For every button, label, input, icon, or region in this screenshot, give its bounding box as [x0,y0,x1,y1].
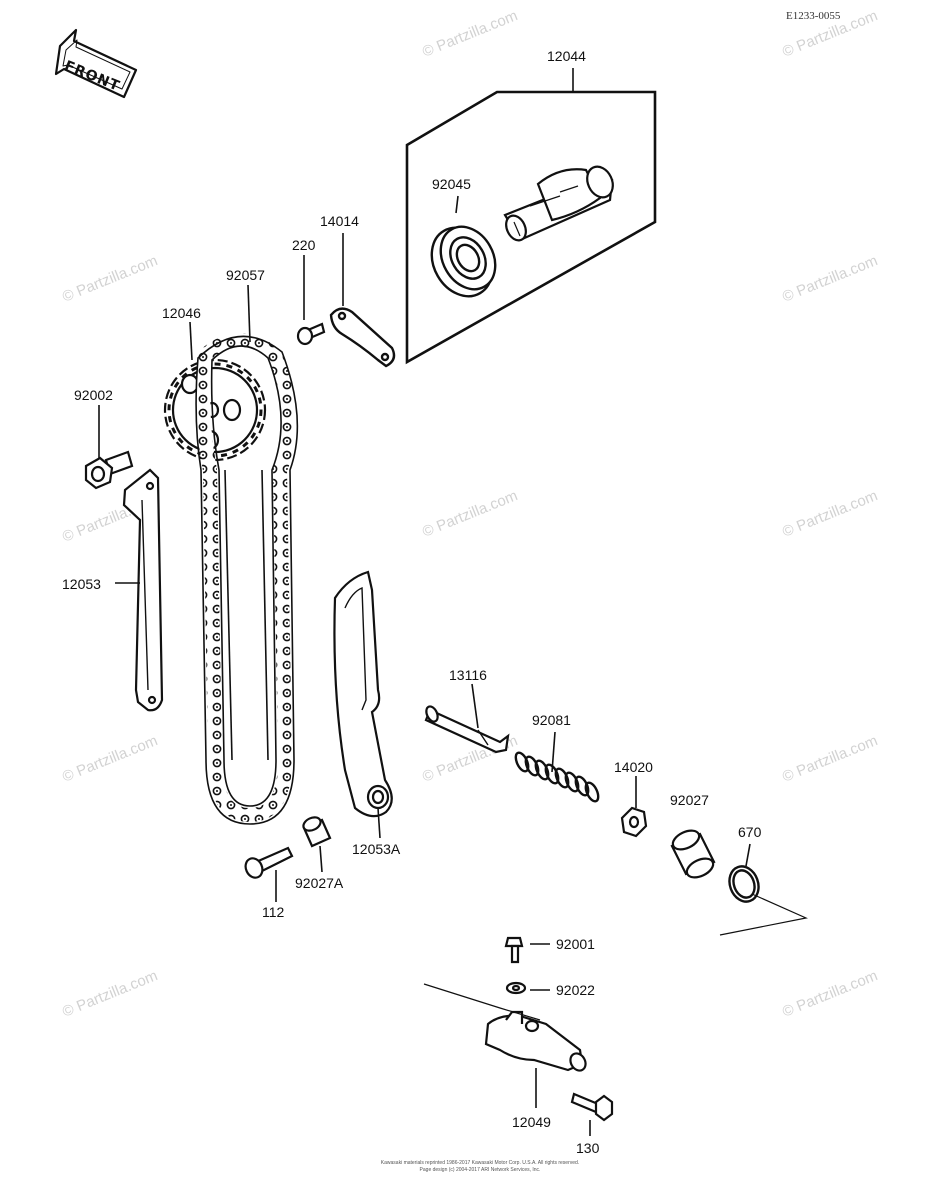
part-label-92022[interactable]: 92022 [556,982,595,998]
part-label-92001[interactable]: 92001 [556,936,595,952]
sprocket-icon [163,321,267,462]
chain-guide-left-icon [115,468,164,712]
part-label-670[interactable]: 670 [738,824,762,840]
bolt-icon [570,1092,614,1136]
part-label-92027[interactable]: 92027 [670,792,709,808]
bolt-icon [504,936,550,964]
collar-icon [670,829,716,879]
tensioner-rod-icon [424,683,510,754]
bolt-icon [296,255,326,346]
part-label-112[interactable]: 112 [262,904,285,920]
bolt-icon [84,405,134,490]
part-label-92002[interactable]: 92002 [74,387,113,403]
part-label-92045[interactable]: 92045 [432,176,471,192]
o-ring-icon [719,843,808,936]
chain-guide-right-icon [333,570,393,839]
part-label-92081[interactable]: 92081 [532,712,571,728]
part-label-92057[interactable]: 92057 [226,267,265,283]
collar-small-icon [302,816,332,873]
washer-icon [505,981,550,995]
part-label-13116[interactable]: 13116 [449,667,487,683]
part-label-92027A[interactable]: 92027A [295,875,344,891]
front-arrow-icon [54,28,138,99]
part-label-12049[interactable]: 12049 [512,1114,551,1130]
cam-chain-icon [195,284,299,825]
copyright-line: Kawasaki materials reprinted 1986-2017 K… [380,1160,580,1166]
bolt-icon [244,846,294,902]
camshaft-assembly-box [405,68,657,365]
part-label-12053A[interactable]: 12053A [352,841,401,857]
bearing-icon [430,195,497,298]
spring-icon [514,731,600,803]
part-label-130[interactable]: 130 [576,1140,600,1156]
tensioner-body-icon [423,983,587,1108]
part-label-14014[interactable]: 14014 [320,213,359,229]
camshaft-icon [503,165,614,242]
diagram-id: E1233-0055 [786,10,841,22]
part-label-14020[interactable]: 14020 [614,759,653,775]
copyright-line: Page design (c) 2004-2017 ARI Network Se… [419,1167,541,1173]
holder-icon [329,233,396,368]
part-label-12044[interactable]: 12044 [547,48,586,64]
nut-icon [620,776,648,838]
part-label-12046[interactable]: 12046 [162,305,201,321]
part-label-12053[interactable]: 12053 [62,576,101,592]
part-label-220[interactable]: 220 [292,237,316,253]
